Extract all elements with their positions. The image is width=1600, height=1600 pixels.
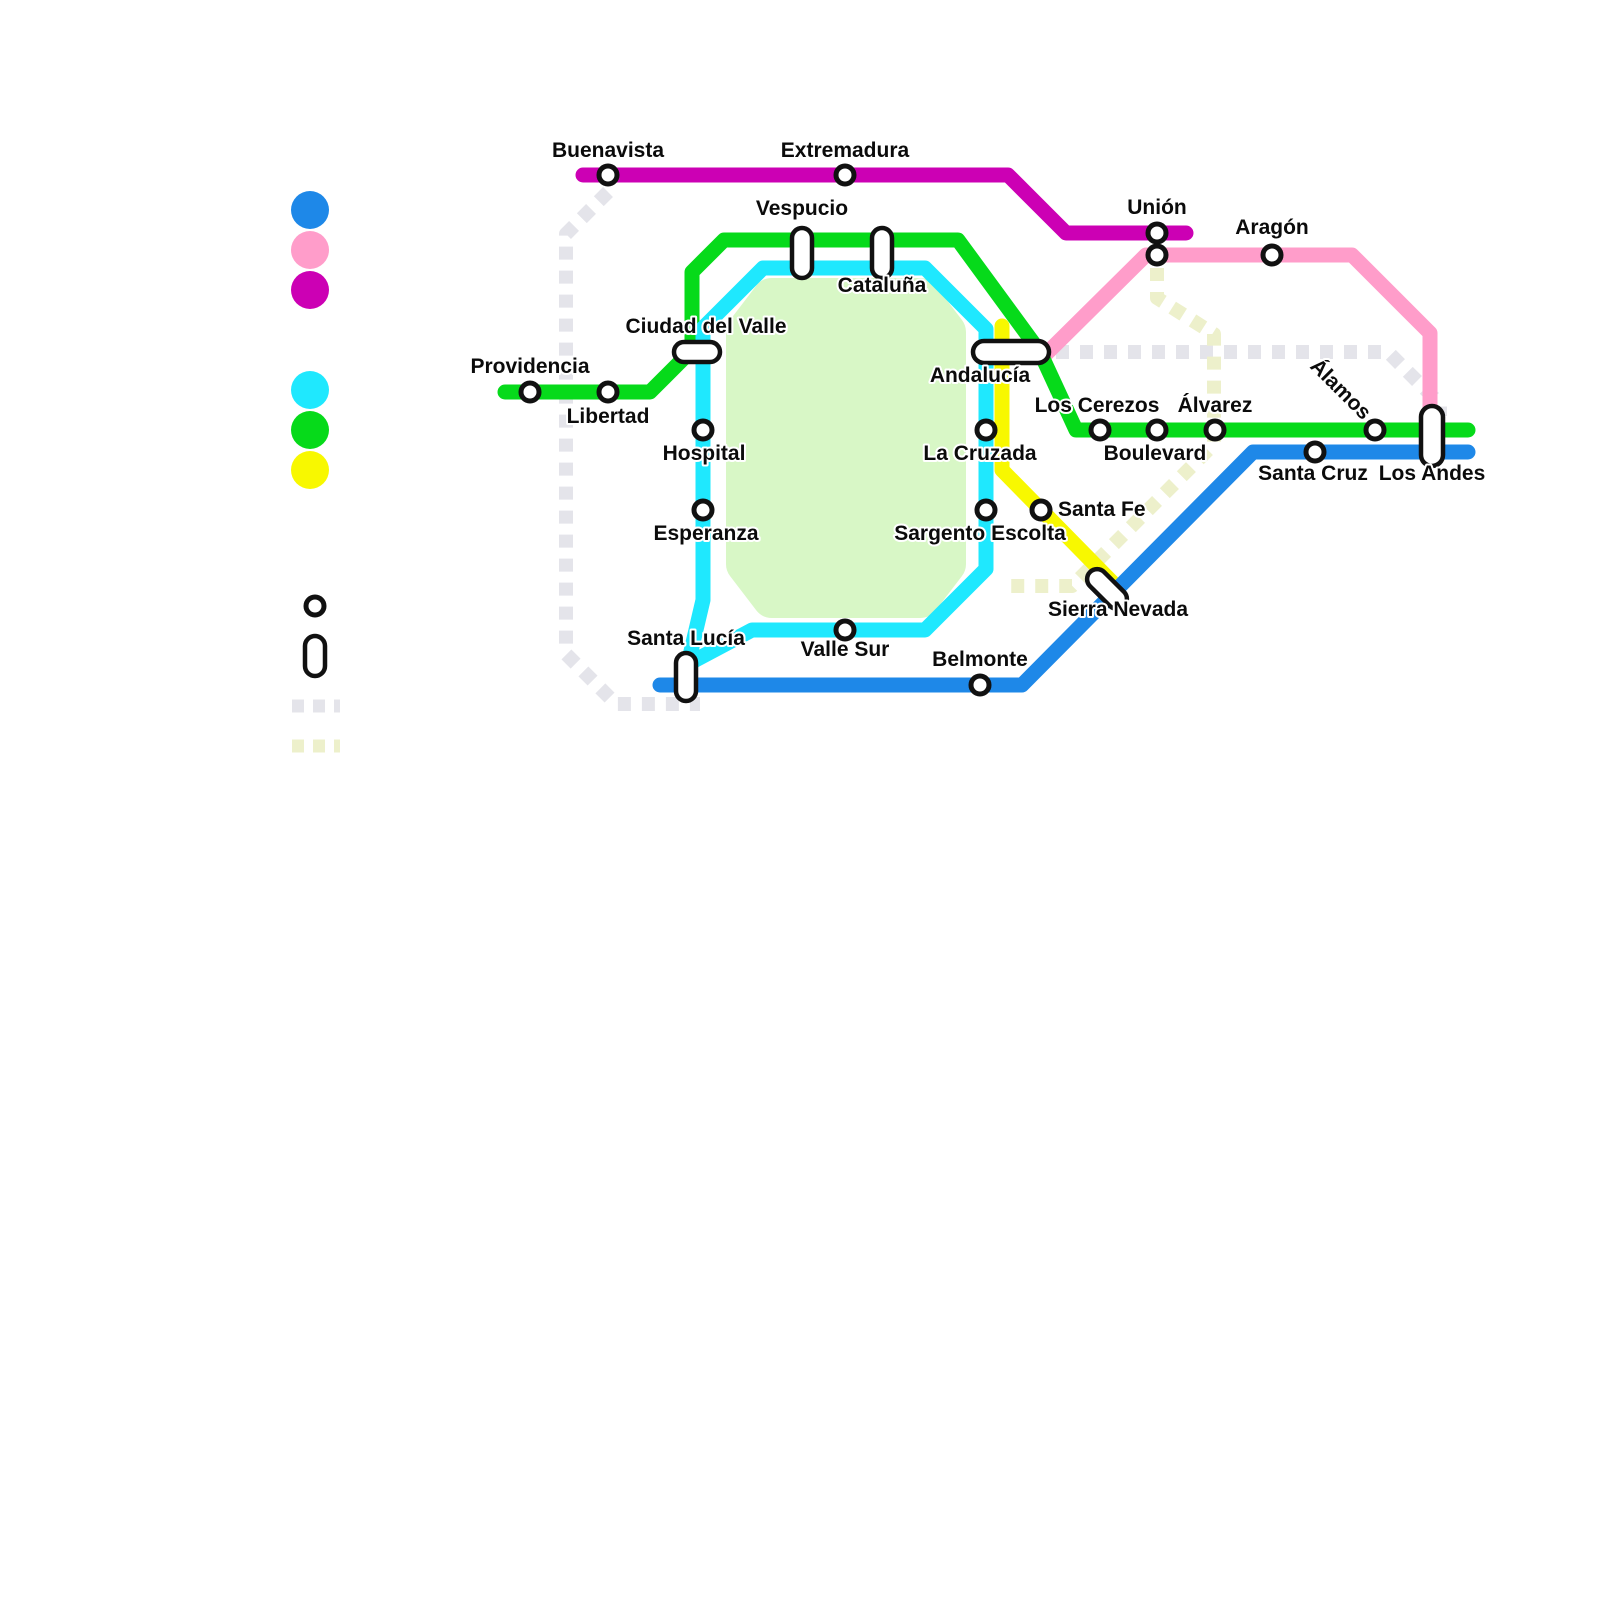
station-marker-sargento-escolta [974, 498, 998, 522]
station-marker-sierra-nevada [1084, 566, 1130, 612]
station-label-providencia: Providencia [470, 355, 589, 378]
station-marker-union [1145, 243, 1169, 267]
station-label-andalucia: Andalucía [930, 364, 1031, 387]
station-marker-andalucia [970, 338, 1052, 366]
station-label-aragon: Aragón [1235, 216, 1309, 239]
legend-line-swatch-magenta-icon [291, 271, 329, 309]
station-marker-la-cruzada [974, 418, 998, 442]
station-marker-hospital [691, 418, 715, 442]
legend-interchange-icon [302, 633, 328, 679]
station-marker-santa-fe [1029, 498, 1053, 522]
line-yellow [994, 318, 1120, 590]
station-label-los-andes: Los Andes [1379, 462, 1486, 485]
station-label-alamos: Álamos [1306, 354, 1376, 424]
station-label-los-cerezos: Los Cerezos [1035, 394, 1160, 417]
station-marker-esperanza [691, 498, 715, 522]
station-label-la-cruzada: La Cruzada [923, 442, 1037, 465]
legend-line-swatch-cyan-icon [291, 371, 329, 409]
line-magenta [575, 167, 1194, 241]
station-label-sierra-nevada: Sierra Nevada [1048, 598, 1188, 621]
station-label-cataluna: Cataluña [838, 274, 927, 297]
legend-line-swatch-pink-icon [291, 231, 329, 269]
route-proposed-pale [1006, 268, 1221, 593]
park-area [726, 278, 966, 618]
station-marker-extremadura [833, 163, 857, 187]
legend-line-swatch-blue-icon [291, 191, 329, 229]
station-label-santa-cruz: Santa Cruz [1258, 462, 1368, 485]
station-marker-alamos [1363, 418, 1387, 442]
station-label-santa-lucia: Santa Lucía [627, 627, 745, 650]
station-label-esperanza: Esperanza [653, 522, 758, 545]
line-blue [652, 444, 1476, 693]
station-label-vespucio: Vespucio [756, 197, 848, 220]
station-marker-aragon [1260, 243, 1284, 267]
station-marker-belmonte [968, 673, 992, 697]
line-pink [1038, 247, 1438, 426]
station-marker-libertad [596, 380, 620, 404]
station-label-ciudad-del-valle: Ciudad del Valle [625, 315, 786, 338]
station-marker-los-andes [1418, 403, 1446, 469]
station-marker-boulevard [1145, 418, 1169, 442]
station-label-valle-sur: Valle Sur [801, 638, 890, 661]
station-label-hospital: Hospital [663, 442, 746, 465]
route-proposed-gray-west [559, 187, 700, 711]
legend-line-swatch-yellow-icon [291, 451, 329, 489]
station-marker-vespucio [789, 225, 815, 281]
station-marker-cataluna [869, 225, 895, 281]
station-label-alvarez: Álvarez [1178, 394, 1253, 417]
station-marker-santa-lucia [673, 650, 699, 704]
station-label-extremadura: Extremadura [781, 139, 910, 162]
station-marker-alvarez [1203, 418, 1227, 442]
station-label-sargento-escolta: Sargento Escolta [894, 522, 1066, 545]
station-marker-union [1145, 221, 1169, 245]
station-label-union: Unión [1127, 196, 1186, 219]
station-marker-buenavista [596, 163, 620, 187]
legend-line-swatch-green-icon [291, 411, 329, 449]
station-marker-santa-cruz [1303, 440, 1327, 464]
station-marker-ciudad-del-valle [671, 339, 723, 365]
station-label-buenavista: Buenavista [552, 139, 664, 162]
legend-station-icon [303, 594, 327, 618]
station-marker-providencia [518, 380, 542, 404]
station-label-santa-fe: Santa Fe [1058, 498, 1146, 521]
station-marker-los-cerezos [1088, 418, 1112, 442]
station-label-belmonte: Belmonte [932, 648, 1028, 671]
line-green [497, 232, 1476, 438]
station-label-boulevard: Boulevard [1104, 442, 1207, 465]
station-label-libertad: Libertad [567, 405, 650, 428]
station-marker-valle-sur [833, 618, 857, 642]
